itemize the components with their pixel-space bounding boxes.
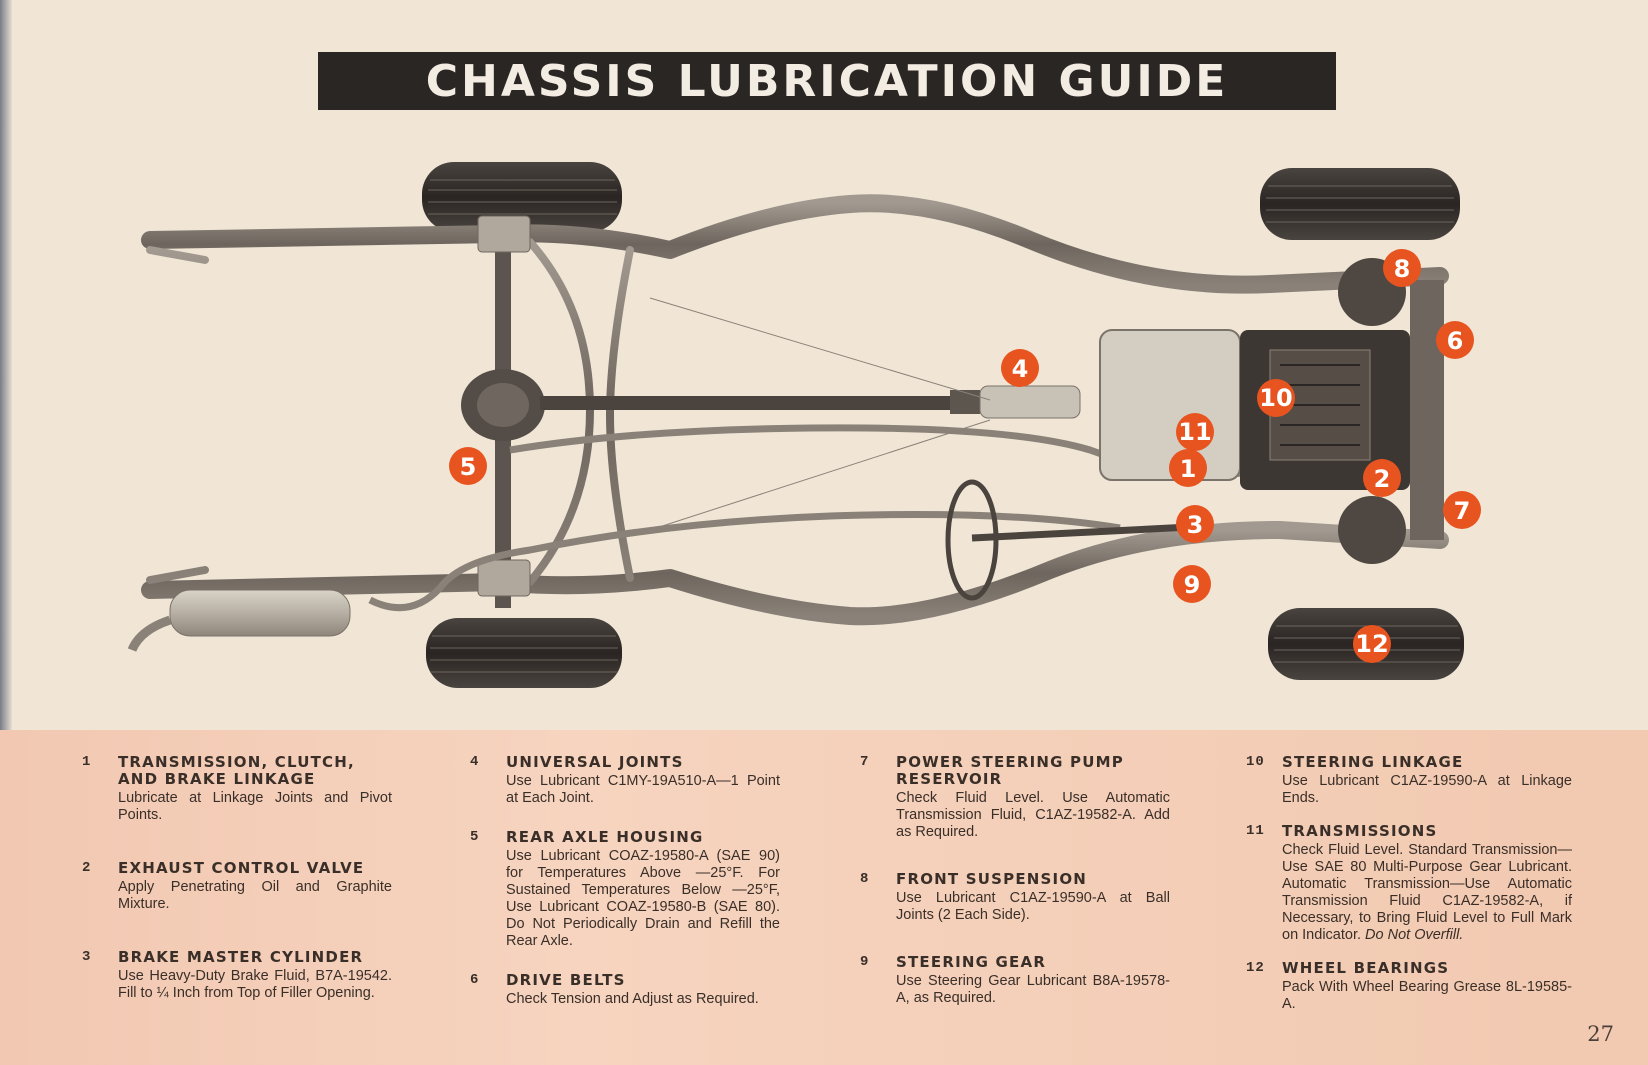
item-heading: BRAKE MASTER CYLINDER [118, 948, 364, 966]
chassis-diagram: 1 2 3 4 5 6 7 8 9 10 11 12 [127, 162, 1481, 688]
item-heading: FRONT SUSPENSION [896, 870, 1088, 888]
legend-item-9: 9 STEERING GEAR Use Steering Gear Lubric… [860, 954, 1170, 1007]
legend-item-6: 6 DRIVE BELTS Check Tension and Adjust a… [470, 972, 780, 1008]
item-text: Check Fluid Level. Use Automatic Transmi… [896, 790, 1170, 840]
legend-column-4: 10 STEERING LINKAGE Use Lubricant C1AZ-1… [1246, 754, 1572, 1035]
item-number: 7 [860, 754, 870, 770]
svg-text:1: 1 [1180, 455, 1197, 483]
item-number: 9 [860, 954, 870, 970]
item-text: Use Heavy-Duty Brake Fluid, B7A-19542. F… [118, 968, 392, 1001]
legend-item-10: 10 STEERING LINKAGE Use Lubricant C1AZ-1… [1246, 754, 1572, 807]
item-text: Use Lubricant COAZ-19580-A (SAE 90) for … [506, 848, 780, 949]
engine-block [1099, 258, 1444, 564]
item-heading: TRANSMISSION, CLUTCH, AND BRAKE LINKAGE [118, 753, 355, 788]
legend-panel [0, 730, 1648, 1065]
item-text: Lubricate at Linkage Joints and Pivot Po… [118, 790, 392, 823]
page-number: 27 [1587, 1022, 1614, 1046]
item-number: 5 [470, 829, 480, 845]
item-heading: TRANSMISSIONS [1282, 822, 1438, 840]
item-heading: POWER STEERING PUMP RESERVOIR [896, 753, 1124, 788]
callout-11: 11 [1176, 413, 1214, 451]
legend-item-5: 5 REAR AXLE HOUSING Use Lubricant COAZ-1… [470, 829, 780, 950]
svg-text:11: 11 [1178, 418, 1211, 446]
callout-5: 5 [449, 447, 487, 485]
svg-text:12: 12 [1355, 630, 1388, 658]
callout-6: 6 [1436, 321, 1474, 359]
svg-text:9: 9 [1184, 571, 1201, 599]
svg-text:5: 5 [460, 453, 477, 481]
page-title: CHASSIS LUBRICATION GUIDE [425, 55, 1229, 107]
svg-text:8: 8 [1394, 255, 1411, 283]
callout-1: 1 [1169, 449, 1207, 487]
item-text: Use Lubricant C1MY-19A510-A—1 Point at E… [506, 773, 780, 806]
callout-8: 8 [1383, 249, 1421, 287]
item-text: Check Tension and Adjust as Required. [506, 991, 759, 1007]
front-left-tire [1260, 168, 1460, 240]
drive-shaft [540, 385, 1081, 419]
steering-wheel [945, 479, 1211, 601]
legend-column-2: 4 UNIVERSAL JOINTS Use Lubricant C1MY-19… [470, 754, 780, 1030]
item-number: 11 [1246, 823, 1265, 839]
svg-text:6: 6 [1447, 327, 1464, 355]
item-heading: DRIVE BELTS [506, 971, 626, 989]
legend-item-3: 3 BRAKE MASTER CYLINDER Use Heavy-Duty B… [82, 949, 392, 1002]
item-text: Use Lubricant C1AZ-19590-A at Linkage En… [1282, 773, 1572, 806]
legend-item-7: 7 POWER STEERING PUMP RESERVOIR Check Fl… [860, 754, 1170, 841]
legend-column-1: 1 TRANSMISSION, CLUTCH, AND BRAKE LINKAG… [82, 754, 392, 1024]
callout-2: 2 [1363, 459, 1401, 497]
item-text: Use Steering Gear Lubricant B8A-19578-A,… [896, 973, 1170, 1006]
svg-text:4: 4 [1012, 355, 1029, 383]
item-heading: EXHAUST CONTROL VALVE [118, 859, 365, 877]
leader-lines [649, 297, 991, 531]
item-heading: REAR AXLE HOUSING [506, 828, 704, 846]
callout-10: 10 [1257, 379, 1295, 417]
item-heading: WHEEL BEARINGS [1282, 959, 1450, 977]
item-text: Pack With Wheel Bearing Grease 8L-19585-… [1282, 979, 1572, 1012]
legend-item-12: 12 WHEEL BEARINGS Pack With Wheel Bearin… [1246, 960, 1572, 1013]
item-number: 8 [860, 871, 870, 887]
rear-axle [461, 215, 545, 608]
item-note: Do Not Overfill. [1365, 927, 1464, 943]
legend-item-2: 2 EXHAUST CONTROL VALVE Apply Penetratin… [82, 860, 392, 913]
rear-left-tire [422, 162, 622, 232]
legend-item-11: 11 TRANSMISSIONS Check Fluid Level. Stan… [1246, 823, 1572, 944]
callout-3: 3 [1176, 505, 1214, 543]
item-number: 1 [82, 754, 92, 770]
item-text: Apply Penetrating Oil and Graphite Mixtu… [118, 879, 392, 912]
legend-item-4: 4 UNIVERSAL JOINTS Use Lubricant C1MY-19… [470, 754, 780, 807]
muffler [127, 589, 351, 652]
legend-item-8: 8 FRONT SUSPENSION Use Lubricant C1AZ-19… [860, 871, 1170, 924]
callout-4: 4 [1001, 349, 1039, 387]
svg-text:3: 3 [1187, 511, 1204, 539]
item-number: 2 [82, 860, 92, 876]
callout-12: 12 [1353, 625, 1391, 663]
svg-text:10: 10 [1259, 384, 1292, 412]
item-number: 4 [470, 754, 480, 770]
item-heading: UNIVERSAL JOINTS [506, 753, 684, 771]
legend-column-3: 7 POWER STEERING PUMP RESERVOIR Check Fl… [860, 754, 1170, 1029]
item-text-main: Check Fluid Level. Standard Transmission… [1282, 842, 1572, 943]
callout-9: 9 [1173, 565, 1211, 603]
item-text: Check Fluid Level. Standard Transmission… [1282, 842, 1572, 944]
item-number: 12 [1246, 960, 1265, 976]
rear-right-tire [426, 618, 622, 688]
svg-text:7: 7 [1454, 497, 1471, 525]
item-number: 10 [1246, 754, 1265, 770]
callout-7: 7 [1443, 491, 1481, 529]
item-number: 3 [82, 949, 92, 965]
svg-text:2: 2 [1374, 465, 1391, 493]
legend-item-1: 1 TRANSMISSION, CLUTCH, AND BRAKE LINKAG… [82, 754, 392, 824]
item-text: Use Lubricant C1AZ-19590-A at Ball Joint… [896, 890, 1170, 923]
item-number: 6 [470, 972, 480, 988]
item-heading: STEERING GEAR [896, 953, 1047, 971]
page-title-bar: CHASSIS LUBRICATION GUIDE [318, 52, 1336, 110]
item-heading: STEERING LINKAGE [1282, 753, 1464, 771]
